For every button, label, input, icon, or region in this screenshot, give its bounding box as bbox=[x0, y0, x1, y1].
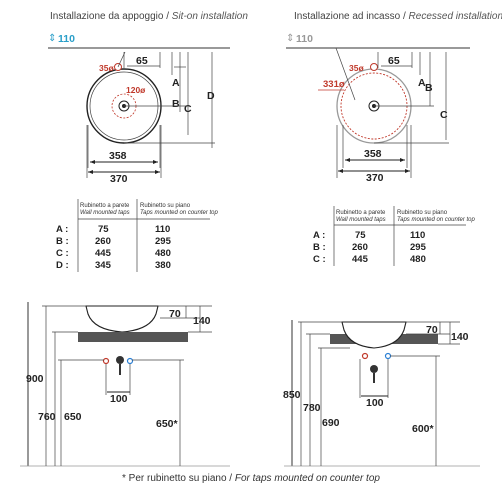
basin-profile bbox=[341, 321, 407, 349]
svg-text:D :: D : bbox=[56, 260, 69, 271]
right-dim-358: 358 bbox=[364, 148, 382, 160]
left-dim-100: 100 bbox=[110, 393, 128, 405]
cold-water-tap bbox=[126, 357, 134, 365]
svg-text:445: 445 bbox=[95, 248, 112, 259]
left-dim-140: 140 bbox=[193, 315, 211, 327]
left-dim-650s: 650* bbox=[156, 418, 179, 430]
svg-text:260: 260 bbox=[352, 242, 368, 253]
arrow-updown-icon: ⇕ bbox=[286, 33, 294, 44]
hot-water-tap bbox=[361, 352, 369, 360]
table-col1-header-en: Wall mounted taps bbox=[336, 217, 386, 223]
right-height-label: 110 bbox=[296, 33, 313, 45]
svg-text:75: 75 bbox=[355, 230, 366, 241]
table-col1-header-en: Wall mounted taps bbox=[80, 210, 130, 216]
left-drain-label: 35ø bbox=[99, 63, 114, 73]
right-dim-65: 65 bbox=[388, 55, 400, 67]
table-row: C : 445 480 bbox=[313, 254, 426, 265]
right-letter-c: C bbox=[440, 109, 448, 121]
svg-text:260: 260 bbox=[95, 236, 111, 247]
svg-text:75: 75 bbox=[98, 224, 109, 235]
table-row: A : 75 110 bbox=[56, 224, 170, 235]
tap-hole-circle bbox=[370, 63, 378, 71]
right-letter-a: A bbox=[418, 77, 426, 89]
right-dimension-table: Rubinetto a parete Wall mounted taps Rub… bbox=[313, 206, 475, 266]
left-letter-a: A bbox=[172, 77, 180, 89]
footnote: * Per rubinetto su piano / For taps moun… bbox=[122, 473, 380, 484]
svg-text:A :: A : bbox=[313, 230, 325, 241]
table-row: D : 345 380 bbox=[56, 260, 171, 271]
right-letter-b: B bbox=[425, 82, 433, 94]
table-col2-header: Rubinetto su piano bbox=[140, 203, 191, 209]
arrow-updown-icon: ⇕ bbox=[48, 33, 56, 44]
left-dim-370: 370 bbox=[110, 173, 128, 185]
right-dim-70: 70 bbox=[426, 324, 438, 336]
left-dim-760: 760 bbox=[38, 411, 56, 423]
right-title: Installazione ad incasso / Recessed inst… bbox=[294, 11, 502, 22]
left-dim-65: 65 bbox=[136, 55, 148, 67]
svg-text:295: 295 bbox=[410, 242, 427, 253]
svg-text:380: 380 bbox=[155, 260, 171, 271]
right-dim-370: 370 bbox=[366, 172, 384, 184]
cut-out-label: 331ø bbox=[323, 79, 345, 90]
right-elevation-view: 100 70 140 850 780 690 600* bbox=[283, 320, 480, 467]
svg-text:480: 480 bbox=[410, 254, 426, 265]
table-col2-header: Rubinetto su piano bbox=[397, 210, 448, 216]
hot-water-tap bbox=[102, 357, 110, 365]
table-row: B : 260 295 bbox=[313, 242, 427, 253]
svg-text:480: 480 bbox=[155, 248, 171, 259]
left-dim-650: 650 bbox=[64, 411, 82, 423]
table-row: B : 260 295 bbox=[56, 236, 172, 247]
cold-water-tap bbox=[384, 352, 392, 360]
right-drain-label: 35ø bbox=[349, 63, 364, 73]
right-dim-100: 100 bbox=[366, 397, 384, 409]
left-dim-358: 358 bbox=[109, 150, 127, 162]
left-dimension-table: Rubinetto a parete Wall mounted taps Rub… bbox=[56, 199, 218, 272]
left-letter-d: D bbox=[207, 90, 215, 102]
basin-profile bbox=[85, 305, 159, 333]
left-letter-c: C bbox=[184, 103, 192, 115]
svg-text:110: 110 bbox=[155, 224, 170, 235]
table-row: C : 445 480 bbox=[56, 248, 171, 259]
svg-text:C :: C : bbox=[313, 254, 326, 265]
right-dim-780: 780 bbox=[303, 402, 321, 414]
left-title: Installazione da appoggio / Sit-on insta… bbox=[50, 11, 248, 22]
svg-text:A :: A : bbox=[56, 224, 68, 235]
svg-text:345: 345 bbox=[95, 260, 112, 271]
table-col1-header: Rubinetto a parete bbox=[336, 210, 386, 216]
drain-pipe bbox=[370, 365, 378, 373]
table-row: A : 75 110 bbox=[313, 230, 425, 241]
table-col2-header-en: Taps mounted on counter top bbox=[397, 217, 475, 223]
svg-text:B :: B : bbox=[313, 242, 326, 253]
right-dim-850: 850 bbox=[283, 389, 301, 401]
left-dim-900: 900 bbox=[26, 373, 44, 385]
right-dim-690: 690 bbox=[322, 417, 340, 429]
table-col2-header-en: Taps mounted on counter top bbox=[140, 210, 218, 216]
right-plan-view: Installazione ad incasso / Recessed inst… bbox=[286, 11, 502, 184]
counter-top bbox=[78, 332, 188, 342]
svg-text:445: 445 bbox=[352, 254, 369, 265]
table-col1-header: Rubinetto a parete bbox=[80, 203, 130, 209]
svg-text:C :: C : bbox=[56, 248, 69, 259]
left-letter-b: B bbox=[172, 98, 180, 110]
svg-text:110: 110 bbox=[410, 230, 425, 241]
svg-text:B :: B : bbox=[56, 236, 69, 247]
inner-circle-label: 120ø bbox=[126, 85, 146, 95]
svg-text:295: 295 bbox=[155, 236, 172, 247]
right-dim-140: 140 bbox=[451, 331, 469, 343]
left-dim-70: 70 bbox=[169, 308, 181, 320]
left-plan-view: Installazione da appoggio / Sit-on insta… bbox=[48, 11, 248, 185]
left-elevation-view: 100 70 140 900 760 650 650* bbox=[20, 302, 230, 467]
left-height-label: 110 bbox=[58, 33, 75, 45]
right-dim-600s: 600* bbox=[412, 423, 435, 435]
drain-pipe bbox=[116, 356, 124, 364]
